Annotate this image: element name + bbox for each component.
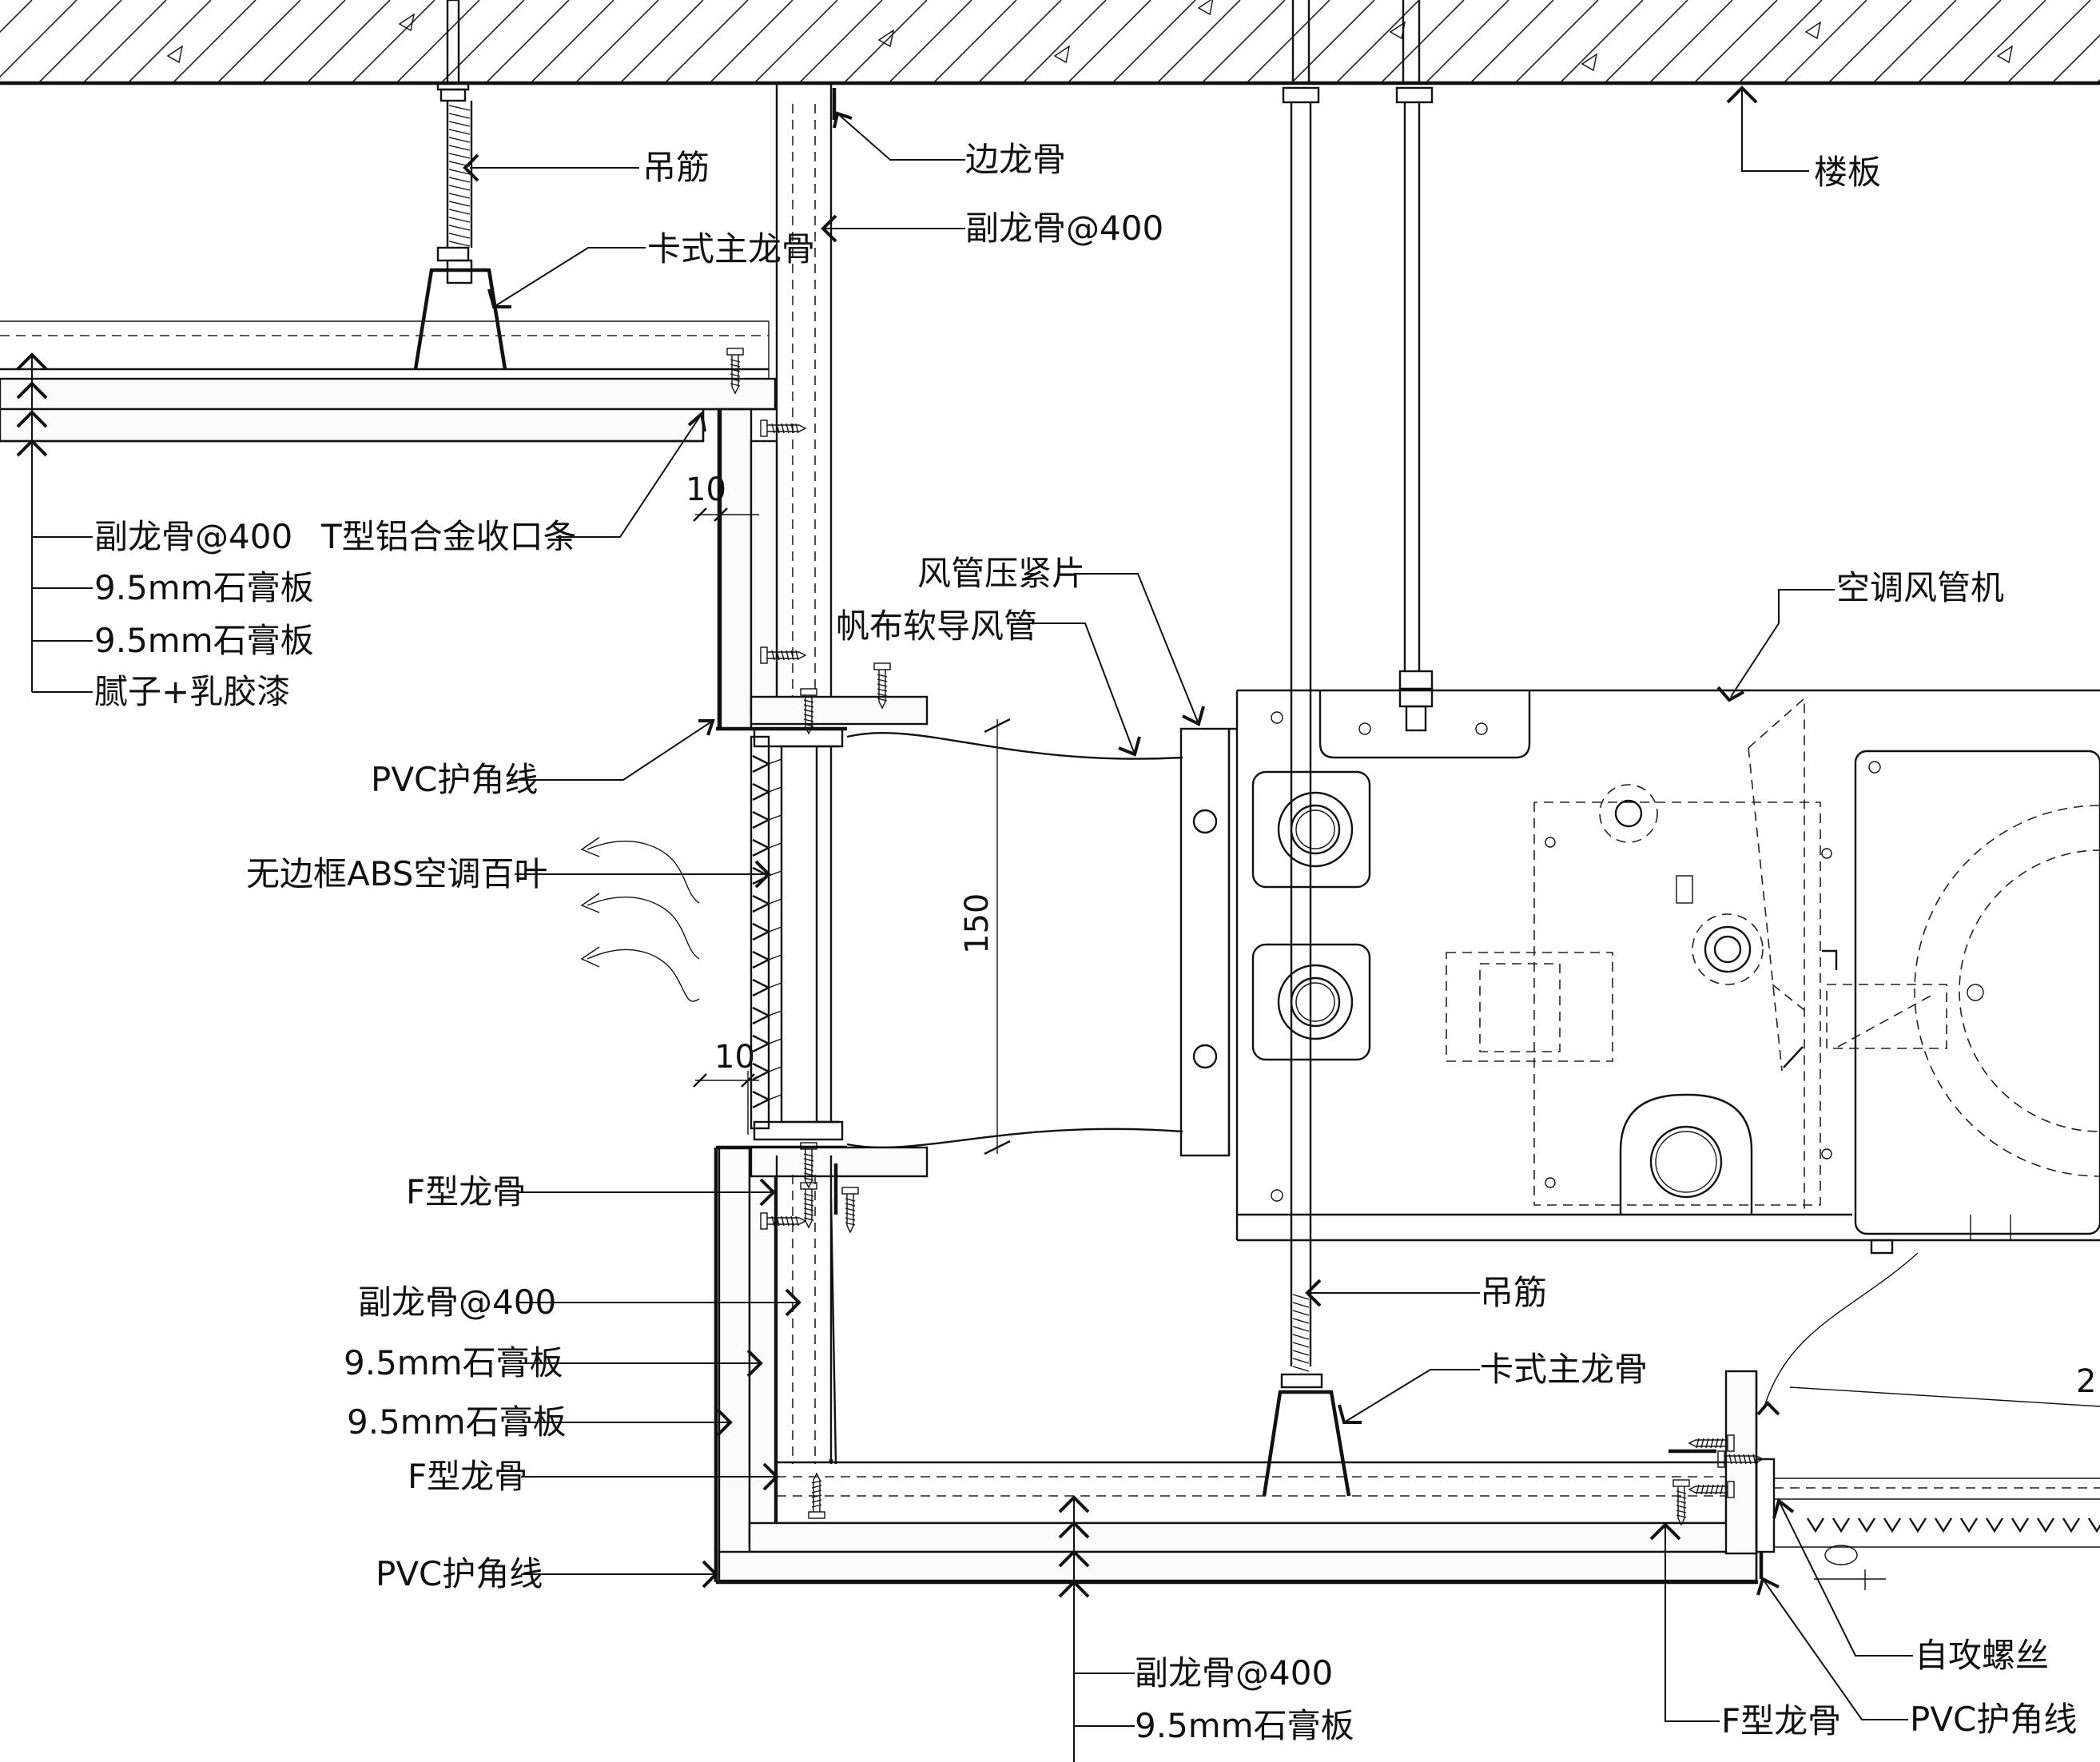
- dimension-gap-top: 10: [686, 463, 759, 527]
- dimension-right-partial-text: 2: [2076, 1363, 2096, 1400]
- dimension-gap-bottom-text: 10: [714, 1039, 755, 1076]
- label-gypsum-bottom: 9.5mm石膏板: [1135, 1706, 1354, 1745]
- label-hanger-top: 吊筋: [642, 148, 710, 187]
- hanger-rod-right: [1280, 0, 1323, 1389]
- dimension-gap-top-text: 10: [686, 471, 726, 508]
- edge-keel-channel: [775, 83, 837, 697]
- bottom-leader-bracket: [1058, 1495, 1135, 1762]
- label-ac-unit: 空调风管机: [1836, 568, 2004, 607]
- left-soffit-upper: [702, 408, 929, 731]
- self-tapping-screws: [726, 348, 1764, 1526]
- annotation-labels: 吊筋 边龙骨 楼板 副龙骨@400 卡式主龙骨 副龙骨@400 T型铝合金收口条…: [94, 140, 2077, 1745]
- left-leader-bracket: [16, 352, 93, 693]
- label-t-trim: T型铝合金收口条: [320, 517, 577, 556]
- ac-duct-unit: [1235, 689, 2100, 1407]
- label-louver: 无边框ABS空调百叶: [246, 854, 547, 893]
- label-secondary-keel-left: 副龙骨@400: [94, 517, 292, 556]
- label-f-keel-mid: F型龙骨: [408, 1457, 527, 1496]
- floor-slab: [0, 0, 2100, 86]
- hanger-rod-far-right: [1395, 0, 1434, 732]
- dimension-duct-height: 150: [959, 893, 996, 954]
- canvas-duct: [846, 718, 1183, 1155]
- label-gypsum-mid-2: 9.5mm石膏板: [347, 1402, 567, 1442]
- label-secondary-keel-mid: 副龙骨@400: [358, 1283, 556, 1322]
- label-canvas-duct: 帆布软导风管: [836, 607, 1037, 646]
- label-gypsum-mid-1: 9.5mm石膏板: [344, 1343, 563, 1382]
- label-floor-slab: 楼板: [1814, 153, 1881, 192]
- label-edge-keel: 边龙骨: [965, 140, 1066, 179]
- label-self-tapping-screw: 自攻螺丝: [1915, 1636, 2049, 1675]
- label-duct-clamp: 风管压紧片: [917, 554, 1085, 593]
- card-main-keel-top: [413, 268, 507, 370]
- leader-lines: [463, 86, 1913, 1722]
- label-secondary-keel-bottom: 副龙骨@400: [1135, 1653, 1333, 1692]
- label-gypsum-left-1: 9.5mm石膏板: [94, 568, 314, 607]
- duct-clamp-flange: [1179, 727, 1237, 1157]
- dimension-gap-bottom: 10: [693, 1039, 759, 1135]
- label-f-keel-bottom: F型龙骨: [1721, 1701, 1841, 1740]
- card-main-keel-mid: [1262, 1390, 1351, 1497]
- label-f-keel-top: F型龙骨: [406, 1172, 526, 1211]
- hanger-rod-left: [436, 0, 473, 284]
- lower-soffit: [714, 1145, 2100, 1590]
- label-secondary-keel-top: 副龙骨@400: [965, 209, 1163, 248]
- label-putty-paint: 腻子+乳胶漆: [94, 672, 290, 711]
- label-gypsum-left-2: 9.5mm石膏板: [94, 621, 314, 660]
- label-hanger-mid: 吊筋: [1480, 1273, 1547, 1312]
- label-card-main-keel-top: 卡式主龙骨: [647, 229, 815, 268]
- label-pvc-corner-right: PVC护角线: [1910, 1700, 2077, 1739]
- louver-grille: [750, 727, 844, 1141]
- label-pvc-corner-bottom: PVC护角线: [376, 1554, 543, 1593]
- label-pvc-corner-top: PVC护角线: [371, 760, 538, 799]
- label-card-main-keel-mid: 卡式主龙骨: [1480, 1350, 1648, 1389]
- airflow-curves: [580, 837, 700, 1002]
- dimension-duct-height-text: 150: [959, 893, 996, 954]
- upper-ceiling: [0, 320, 777, 443]
